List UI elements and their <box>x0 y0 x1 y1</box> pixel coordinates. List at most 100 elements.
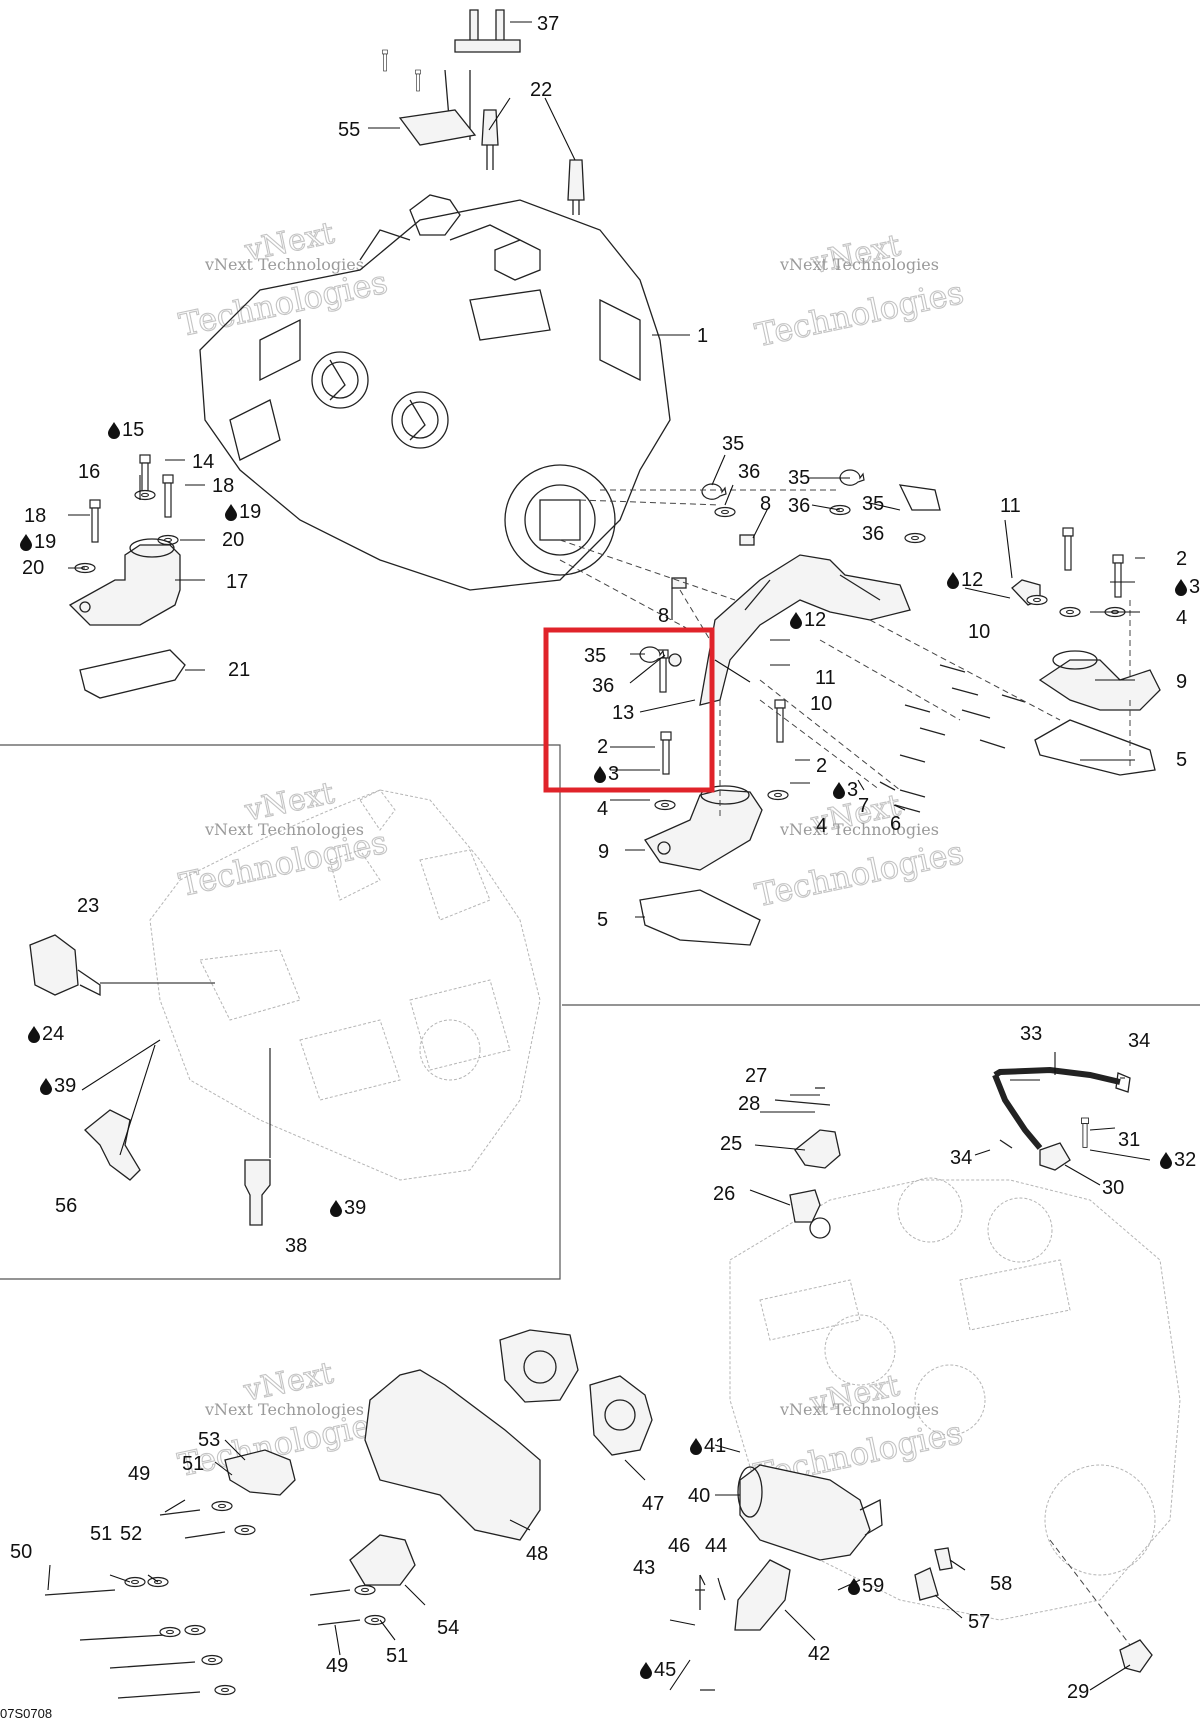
callout-number: 3 <box>1189 576 1200 598</box>
callout-number: 4 <box>597 798 608 820</box>
callout-c14: 14 <box>192 451 214 473</box>
callout-c11a: 11 <box>1000 495 1021 517</box>
callout-number: 35 <box>722 433 744 455</box>
watermark-2: vNext vNext Technologies Technologies <box>751 228 967 355</box>
callout-number: 2 <box>816 755 827 777</box>
callout-c8a: 8 <box>760 493 771 515</box>
callout-number: 43 <box>633 1557 655 1579</box>
callout-number: 34 <box>950 1147 972 1169</box>
panel-frames <box>0 744 1200 1280</box>
callout-c43: 43 <box>633 1557 655 1579</box>
callout-c8b: 8 <box>658 605 669 627</box>
callout-number: 20 <box>22 557 44 579</box>
callout-c44: 44 <box>705 1535 727 1557</box>
svg-text:Technologies: Technologies <box>176 263 391 344</box>
fitting-38 <box>244 1159 271 1226</box>
oil-drop-icon <box>40 1078 52 1095</box>
callout-number: 40 <box>688 1485 710 1507</box>
callout-number: 9 <box>1176 671 1187 693</box>
callout-c22: 22 <box>530 79 552 101</box>
callout-number: 52 <box>120 1523 142 1545</box>
oil-drop-icon <box>1175 579 1187 596</box>
callout-c21: 21 <box>228 659 250 681</box>
callout-c35a: 35 <box>722 433 744 455</box>
callout-number: 23 <box>77 895 99 917</box>
callout-number: 29 <box>1067 1681 1089 1703</box>
callout-c35c: 35 <box>862 493 884 515</box>
svg-text:Technologies: Technologies <box>752 273 967 354</box>
callout-c51c: 51 <box>386 1645 408 1667</box>
callout-c28: 28 <box>738 1093 760 1115</box>
callout-c34a: 34 <box>1128 1030 1150 1052</box>
callout-number: 10 <box>968 621 990 643</box>
callout-c6: 6 <box>890 813 901 835</box>
callout-c51b: 51 <box>90 1523 112 1545</box>
callout-number: 39 <box>54 1075 76 1097</box>
callout-c30: 30 <box>1102 1177 1124 1199</box>
bracket-55 <box>398 109 477 146</box>
svg-text:vNext Technologies: vNext Technologies <box>779 1400 939 1419</box>
callout-number: 25 <box>720 1133 742 1155</box>
callout-c47: 47 <box>642 1493 664 1515</box>
callout-number: 51 <box>90 1523 112 1545</box>
callout-number: 50 <box>10 1541 32 1563</box>
callout-c10b: 10 <box>810 693 832 715</box>
callout-number: 41 <box>704 1435 726 1457</box>
callout-c25: 25 <box>720 1133 742 1155</box>
callout-number: 55 <box>338 119 360 141</box>
callout-number: 58 <box>990 1573 1012 1595</box>
callout-number: 28 <box>738 1093 760 1115</box>
starter-40 <box>737 1464 883 1561</box>
callout-number: 56 <box>55 1195 77 1217</box>
callout-number: 9 <box>598 841 609 863</box>
middle-mount-group <box>639 649 789 946</box>
small-screws-top <box>382 49 421 92</box>
callout-c24: 24 <box>28 1023 64 1045</box>
highlighted-parts <box>639 646 682 775</box>
callout-c10a: 10 <box>968 621 990 643</box>
callout-c17: 17 <box>226 571 248 593</box>
callout-number: 5 <box>1176 749 1187 771</box>
callout-number: 45 <box>654 1659 676 1681</box>
callout-c48: 48 <box>526 1543 548 1565</box>
clamps-and-spacers <box>671 469 941 589</box>
figure-code: 07S0708 <box>0 1706 52 1721</box>
callout-number: 32 <box>1174 1149 1196 1171</box>
right-engine-ghost <box>729 1177 1181 1621</box>
callout-c27: 27 <box>745 1065 767 1087</box>
watermark-3: vNext vNext Technologies Technologies <box>175 775 391 904</box>
callout-number: 20 <box>222 529 244 551</box>
inset-engine-ghost <box>149 789 541 1181</box>
callout-number: 2 <box>597 736 608 758</box>
callout-c58: 58 <box>990 1573 1012 1595</box>
small-fittings-57-58 <box>695 1547 953 1691</box>
oil-drop-icon <box>833 782 845 799</box>
callout-number: 14 <box>192 451 214 473</box>
callout-number: 47 <box>642 1493 664 1515</box>
bolt-rows <box>879 664 1026 813</box>
oil-drop-icon <box>947 572 959 589</box>
engine-block-1 <box>199 194 671 591</box>
oil-drop-icon <box>594 766 606 783</box>
callout-number: 18 <box>212 475 234 497</box>
callout-c55: 55 <box>338 119 360 141</box>
callout-c11b: 11 <box>815 667 836 689</box>
callout-number: 44 <box>705 1535 727 1557</box>
callout-number: 11 <box>815 667 836 689</box>
callout-number: 17 <box>226 571 248 593</box>
callout-number: 42 <box>808 1643 830 1665</box>
callout-number: 59 <box>862 1575 884 1597</box>
callout-c32: 32 <box>1160 1149 1196 1171</box>
wire-harness-33 <box>992 1066 1131 1171</box>
callout-c54: 54 <box>437 1617 459 1639</box>
callout-c2c: 2 <box>816 755 827 777</box>
callout-number: 49 <box>128 1463 150 1485</box>
callout-number: 35 <box>862 493 884 515</box>
callout-c1: 1 <box>697 325 708 347</box>
oil-drop-icon <box>690 1438 702 1455</box>
svg-text:vNext Technologies: vNext Technologies <box>204 1400 364 1419</box>
callout-number: 3 <box>847 779 858 801</box>
callout-number: 8 <box>658 605 669 627</box>
callout-number: 53 <box>198 1429 220 1451</box>
callout-number: 57 <box>968 1611 990 1633</box>
